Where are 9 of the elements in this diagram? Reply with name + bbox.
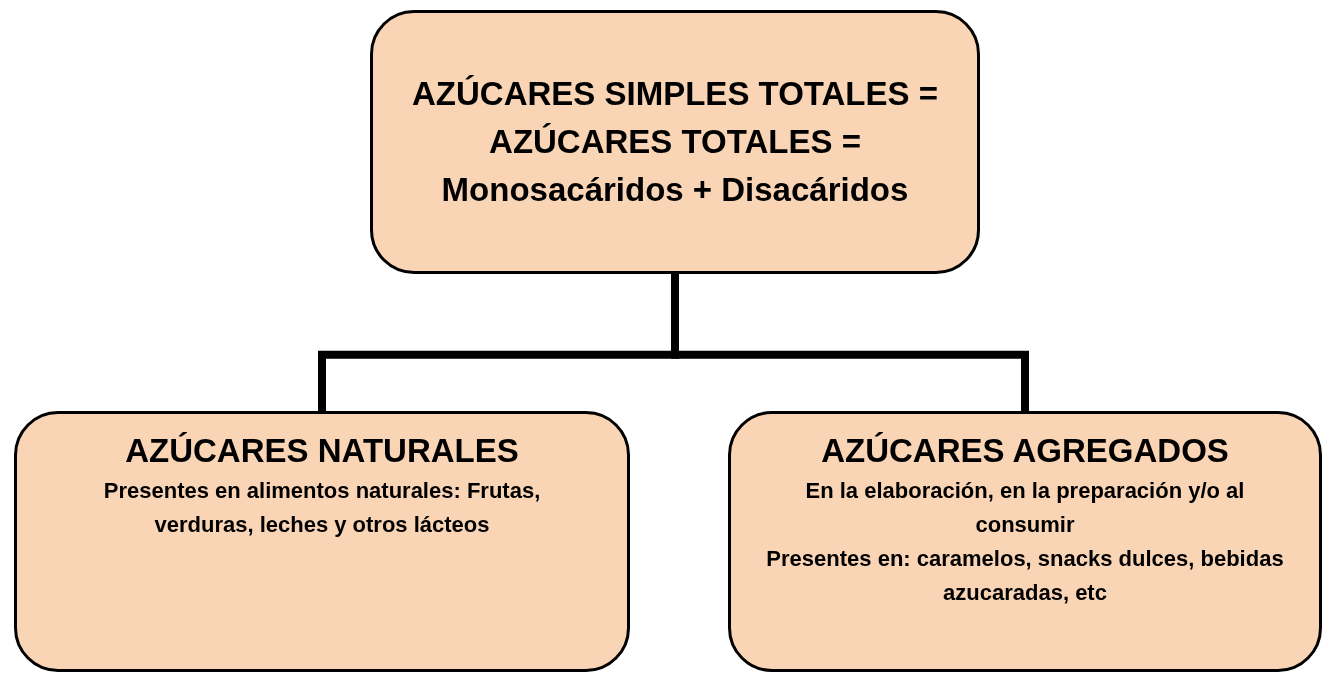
rounded-box bbox=[728, 411, 1322, 672]
box-description: Presentes en alimentos naturales: Frutas, verduras, leches y otros lácteos bbox=[102, 477, 542, 539]
box-heading: AZÚCARES AGREGADOS bbox=[821, 431, 1229, 471]
rounded-box bbox=[370, 10, 980, 274]
box-description: Presentes en: caramelos, snacks dulces, bebidas azucaradas, etc bbox=[765, 545, 1285, 607]
box-heading: AZÚCARES NATURALES bbox=[125, 431, 519, 471]
box-text: AZÚCARES SIMPLES TOTALES = AZÚCARES TOTALES = Monosacáridos + Disacáridos bbox=[411, 74, 939, 210]
box-description: En la elaboración, en la preparación y/o al consumir bbox=[804, 477, 1246, 539]
rounded-box bbox=[14, 411, 630, 672]
